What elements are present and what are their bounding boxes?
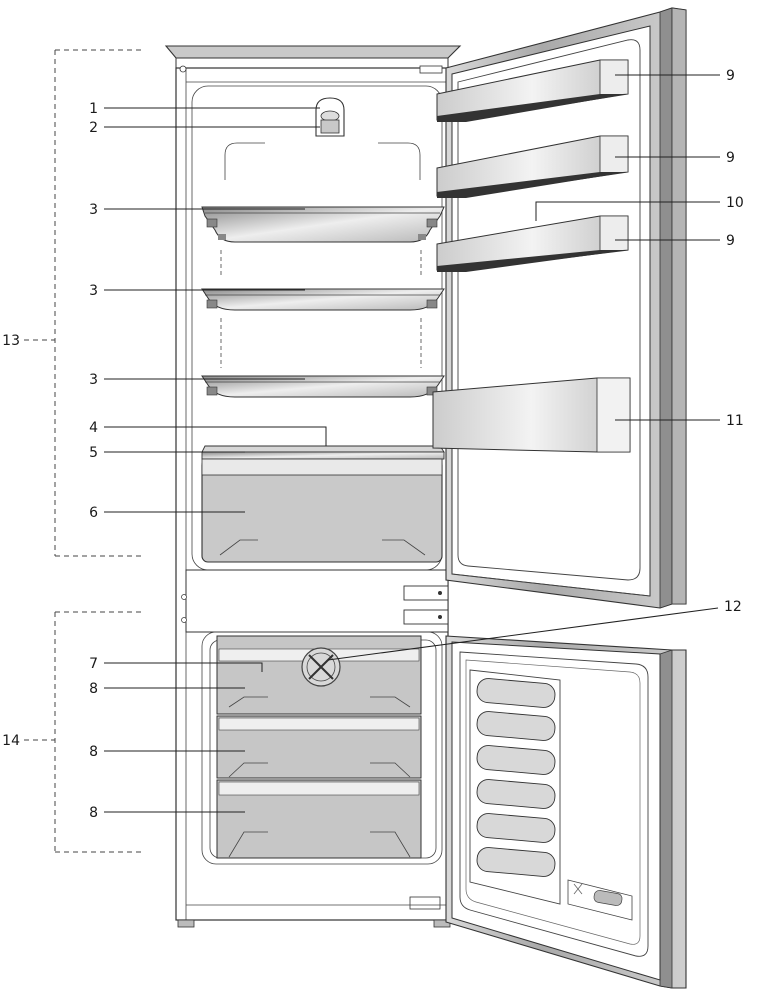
bottle-shelf: [432, 377, 631, 453]
freezer-drawer-2: [216, 715, 422, 779]
callout-3-middle: 3: [89, 283, 98, 299]
bottom-hinge: [409, 896, 441, 910]
callout-2: 2: [89, 120, 98, 136]
bracket-13: [24, 49, 142, 557]
callout-11: 11: [726, 413, 744, 429]
crisper-drawer: [201, 458, 443, 563]
callout-9-bottom: 9: [726, 233, 735, 249]
leader-lines: [104, 74, 720, 813]
callout-4: 4: [89, 420, 98, 436]
callout-14: 14: [2, 733, 20, 749]
door-balcony-1: [436, 59, 629, 122]
glass-shelf-3: [201, 375, 445, 398]
callout-labels: 1 2 3 3 3 4 5 6 7 8 8 8 9 9 9 10 11 12 1…: [2, 68, 744, 821]
callout-1: 1: [89, 101, 98, 117]
top-hinge: [419, 65, 443, 74]
callout-7: 7: [89, 656, 98, 672]
ice-tray-label: [567, 879, 633, 921]
callout-3-top: 3: [89, 202, 98, 218]
callout-8-bottom: 8: [89, 805, 98, 821]
freezer-compartment: [201, 631, 443, 865]
middle-hinge-lower: [403, 609, 449, 625]
freezer-drawer-3: [216, 779, 422, 859]
glass-shelf-2: [201, 288, 445, 311]
callout-8-top: 8: [89, 681, 98, 697]
door-balcony-3: [436, 215, 629, 272]
callout-3-bottom: 3: [89, 372, 98, 388]
top-cover: [164, 45, 462, 59]
callout-8-middle: 8: [89, 744, 98, 760]
callout-9-top: 9: [726, 68, 735, 84]
thermostat-light-housing: [315, 97, 345, 137]
fridge-cabinet: [164, 45, 462, 928]
freezing-chart-rows: [476, 678, 556, 877]
bracket-14: [24, 611, 142, 853]
callout-9-middle: 9: [726, 150, 735, 166]
callout-6: 6: [89, 505, 98, 521]
callout-13: 13: [2, 333, 20, 349]
freezer-door: [445, 635, 687, 989]
thermostat-knob: [320, 110, 340, 122]
callout-10: 10: [726, 195, 744, 211]
callout-5: 5: [89, 445, 98, 461]
foot-left: [177, 919, 195, 928]
glass-shelf-1: [201, 206, 445, 243]
interior-light: [320, 119, 340, 134]
fridge-door: [432, 7, 687, 609]
top-cover-edge: [175, 57, 449, 69]
callout-12: 12: [724, 599, 742, 615]
door-balcony-2: [436, 135, 629, 198]
middle-hinge-upper: [403, 585, 449, 601]
fan-icon: [301, 647, 341, 687]
